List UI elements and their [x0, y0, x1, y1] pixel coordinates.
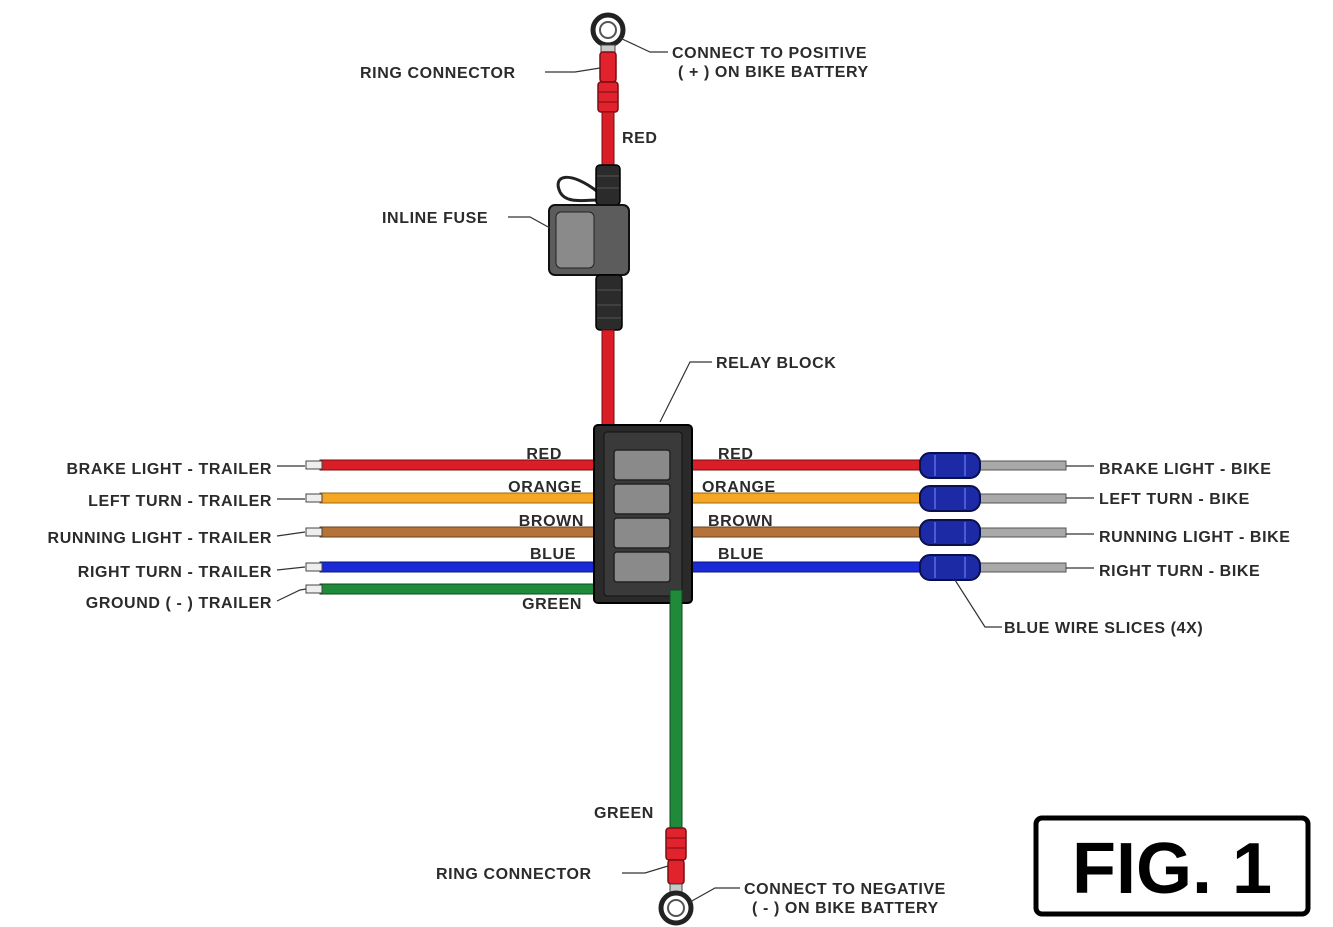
label-connect-positive-line2: ( + ) ON BIKE BATTERY [678, 64, 869, 81]
label-ring-connector-top: RING CONNECTOR [360, 65, 516, 82]
relay-block [593, 424, 693, 604]
label-wire-right-brown: BROWN [708, 513, 773, 530]
leader-lines [276, 37, 1094, 903]
bottom-ring-connector [658, 827, 694, 926]
label-left-brake-trailer: BRAKE LIGHT - TRAILER [67, 461, 272, 478]
wire-splices [919, 452, 981, 581]
label-connect-negative-line1: CONNECT TO NEGATIVE [744, 881, 946, 898]
label-right-turn-bike: RIGHT TURN - BIKE [1099, 563, 1260, 580]
label-red-wire: RED [622, 130, 658, 147]
label-left-turn-bike: LEFT TURN - BIKE [1099, 491, 1250, 508]
label-green-wire: GREEN [594, 805, 654, 822]
label-wire-left-blue: BLUE [530, 546, 576, 563]
label-wire-right-red: RED [718, 446, 754, 463]
red-wire-top [601, 111, 615, 171]
label-wire-left-orange: ORANGE [508, 479, 582, 496]
label-left-turn-trailer: LEFT TURN - TRAILER [88, 493, 272, 510]
label-wire-right-blue: BLUE [718, 546, 764, 563]
label-brake-light-bike: BRAKE LIGHT - BIKE [1099, 461, 1272, 478]
label-running-light-trailer: RUNNING LIGHT - TRAILER [48, 530, 272, 547]
green-wire-bottom [669, 589, 683, 831]
label-inline-fuse: INLINE FUSE [382, 210, 488, 227]
label-wire-left-brown: BROWN [519, 513, 584, 530]
label-wire-left-red: RED [526, 446, 562, 463]
label-wire-right-orange: ORANGE [702, 479, 776, 496]
label-connect-negative-line2: ( - ) ON BIKE BATTERY [752, 900, 939, 917]
red-wire-bottom [601, 329, 615, 431]
left-wires [305, 459, 605, 595]
label-ring-connector-bottom: RING CONNECTOR [436, 866, 592, 883]
label-wire-left-green: GREEN [522, 596, 582, 613]
inline-fuse [548, 164, 630, 331]
label-connect-positive-line1: CONNECT TO POSITIVE [672, 45, 867, 62]
top-ring-connector [590, 12, 626, 113]
label-running-light-bike: RUNNING LIGHT - BIKE [1099, 529, 1291, 546]
figure-label-box: FIG. 1 [1033, 815, 1311, 917]
label-right-turn-trailer: RIGHT TURN - TRAILER [78, 564, 272, 581]
label-blue-wire-slices: BLUE WIRE SLICES (4X) [1004, 620, 1203, 637]
label-ground-trailer: GROUND ( - ) TRAILER [86, 595, 272, 612]
label-relay-block: RELAY BLOCK [716, 355, 836, 372]
figure-label: FIG. 1 [1072, 829, 1272, 909]
